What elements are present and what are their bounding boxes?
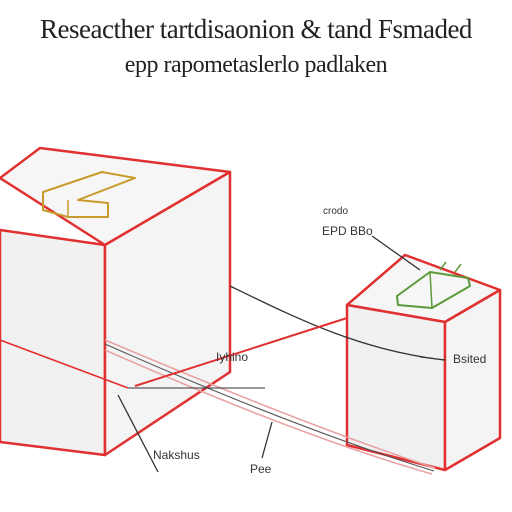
leader-top-right [371, 235, 421, 271]
cable-pink-2 [104, 349, 433, 475]
label-right: Bsited [453, 352, 487, 366]
label-center: Iyhino [216, 350, 249, 364]
cable-dark [104, 343, 435, 472]
cables [0, 285, 445, 475]
leader-lines [117, 235, 447, 473]
left-box-front-face [0, 228, 107, 457]
right-box [345, 253, 502, 472]
leader-right [419, 356, 447, 361]
left-box-symbol-icon [42, 171, 136, 218]
label-bottom-left: Nakshus [153, 448, 200, 462]
right-box-front-face [345, 303, 447, 472]
label-bottom-center: Pee [250, 462, 272, 476]
right-box-symbol-line [429, 271, 433, 309]
leader-bottom-left [117, 394, 159, 473]
cable-red-diagonal [134, 317, 348, 387]
cable-pink-1 [104, 339, 436, 469]
diagram-title: Reseacther tartdisaonion & tand Fsmaded [40, 14, 472, 44]
cable-red-front [0, 339, 129, 389]
diagram-subtitle: epp rapometaslerlo padlaken [124, 52, 388, 78]
label-top-right-small: crodo [323, 206, 349, 217]
right-box-side-face [443, 288, 502, 472]
cable-upper [229, 285, 445, 361]
left-box [0, 146, 232, 457]
leader-bottom-center [261, 421, 273, 459]
right-box-symbol-prong-1 [439, 261, 447, 271]
right-box-symbol-prong-2 [454, 263, 462, 273]
label-top-right: EPD BBo [322, 224, 373, 238]
